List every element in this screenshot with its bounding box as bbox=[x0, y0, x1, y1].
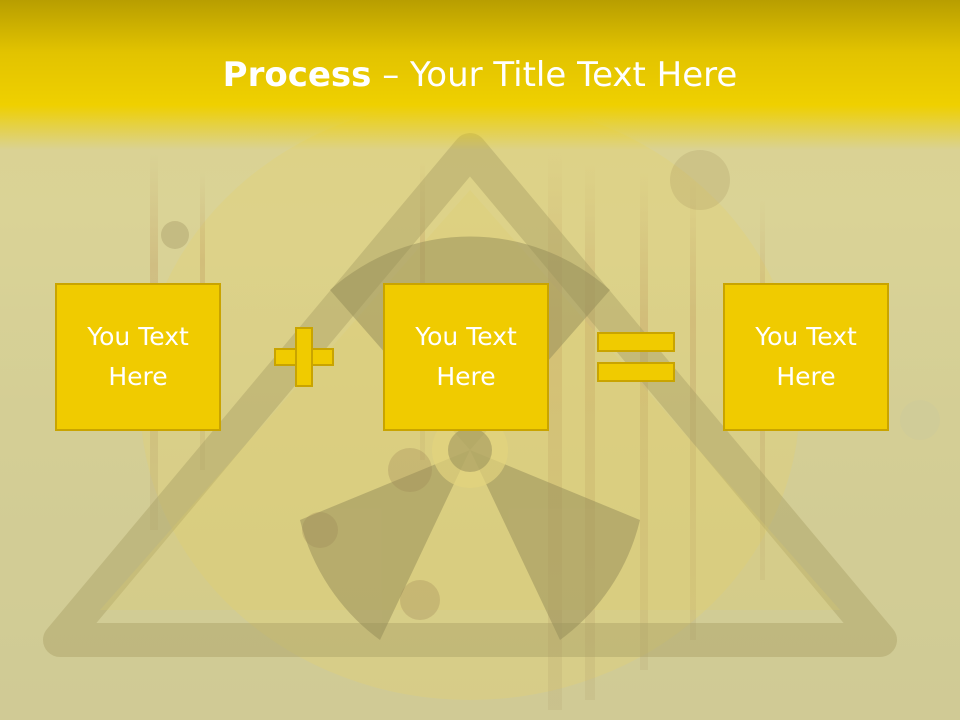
equals-icon bbox=[597, 332, 675, 384]
title-separator: – bbox=[371, 55, 411, 95]
slide-title[interactable]: Process – Your Title Text Here bbox=[0, 52, 960, 98]
process-box-3-text: You Text Here bbox=[755, 322, 857, 391]
process-box-1-text: You Text Here bbox=[87, 322, 189, 391]
process-box-3[interactable]: You Text Here bbox=[723, 283, 889, 431]
process-box-2[interactable]: You Text Here bbox=[383, 283, 549, 431]
title-rest: Your Title Text Here bbox=[410, 55, 738, 95]
process-box-2-text: You Text Here bbox=[415, 322, 517, 391]
process-box-1[interactable]: You Text Here bbox=[55, 283, 221, 431]
plus-icon bbox=[274, 327, 334, 387]
title-bar bbox=[0, 0, 960, 150]
title-bold: Process bbox=[222, 55, 372, 95]
